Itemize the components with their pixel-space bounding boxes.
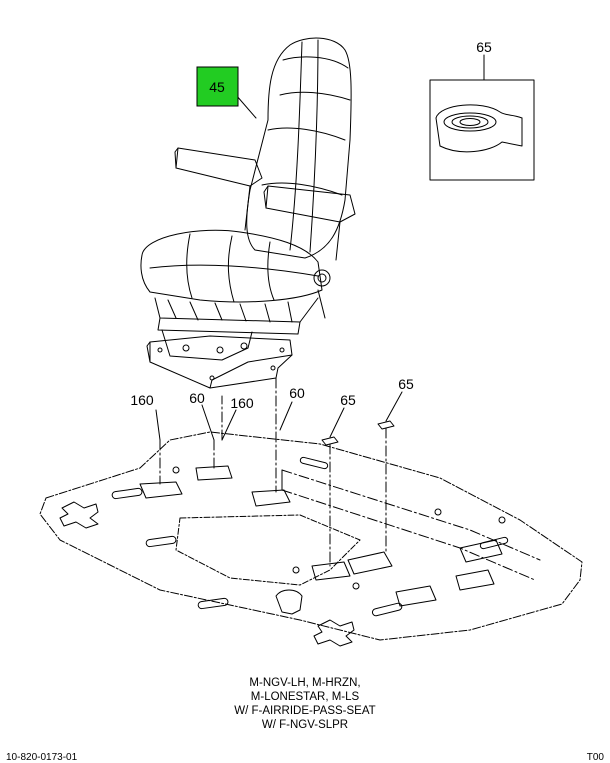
alignment-lines: [159, 377, 387, 567]
pad-part-65b: [377, 420, 395, 430]
callout-65-pad-b: 65: [398, 376, 414, 392]
drawing-number: 10-820-0173-01: [6, 752, 78, 763]
caption-line-2: M-LONESTAR, M-LS: [250, 691, 360, 703]
seat-illustration: [140, 37, 356, 389]
callout-45: 45: [209, 79, 225, 95]
caption-line-1: M-NGV-LH, M-HRZN,: [249, 677, 361, 689]
callout-60-center: 60: [189, 390, 205, 406]
detail-inset: [429, 54, 535, 181]
applicability-caption: M-NGV-LH, M-HRZN, M-LONESTAR, M-LS W/ F-…: [0, 676, 610, 732]
callout-60-right: 60: [289, 385, 305, 401]
leader-lines: [155, 94, 403, 441]
callout-65-inset: 65: [476, 39, 492, 55]
caption-line-3: W/ F-AIRRIDE-PASS-SEAT: [234, 705, 376, 717]
caption-line-4: W/ F-NGV-SLPR: [261, 719, 349, 731]
floor-panel: [39, 431, 583, 647]
footer-code: T00: [586, 752, 604, 763]
highlight-box: [196, 66, 239, 107]
callout-65-pad-a: 65: [340, 392, 356, 408]
callout-160-center: 160: [230, 395, 254, 411]
pad-part-65a: [321, 436, 339, 446]
callout-160-left: 160: [130, 392, 154, 408]
